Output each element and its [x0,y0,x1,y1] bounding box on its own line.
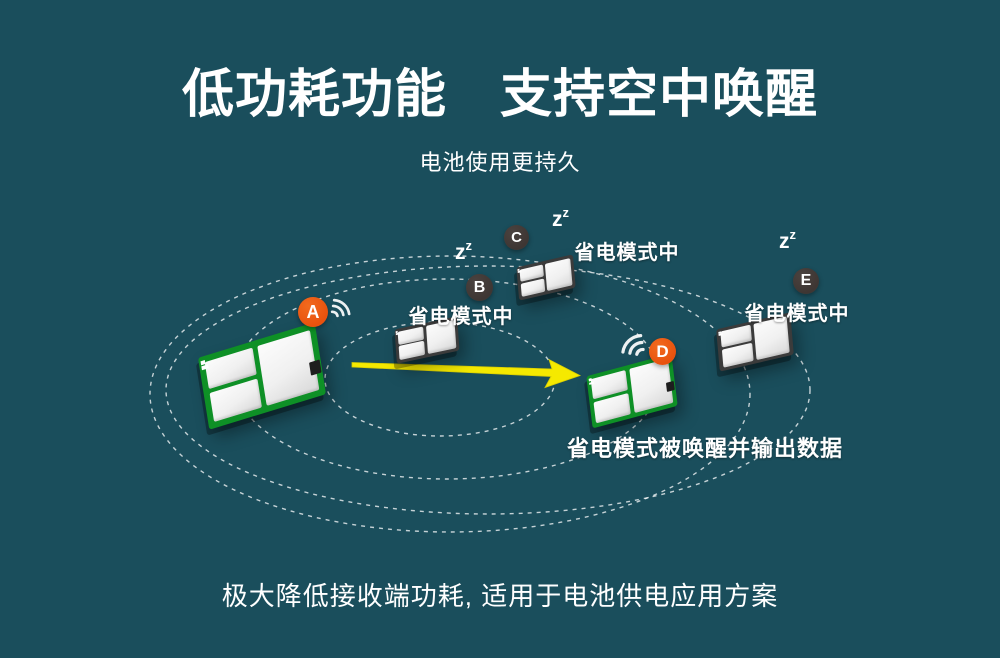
sleep-zz-icon-b: zz [455,239,472,264]
sleep-zz-icon-e: zz [779,228,796,253]
state-label-d: 省电模式被唤醒并输出数据 [566,436,844,461]
state-label-c: 省电模式中 [574,242,680,264]
module-c-shield [544,257,573,292]
node-badge-a: A [298,297,328,327]
node-badge-e-letter: E [800,272,812,289]
sleep-zz-icon-c: zz [552,206,569,231]
module-c-shield [520,278,545,298]
sleep-z-small: z [465,238,473,253]
sleep-z-big: z [455,241,466,264]
wifi-signal-icon-a [330,298,351,318]
range-ring-3 [149,255,751,533]
sleep-z-small: z [789,227,797,242]
wifi-signal-icon-d [621,334,645,356]
page-title: 低功耗功能 支持空中唤醒 [181,66,818,124]
module-d-chip [666,380,675,392]
page-subtitle: 电池使用更持久 [419,150,581,175]
node-badge-c-letter: C [511,229,522,246]
module-e-shield [721,343,754,368]
range-ring-outer [165,265,811,515]
node-badge-d-letter: D [656,341,669,361]
sleep-z-big: z [552,208,563,231]
node-badge-b: B [466,274,493,301]
module-b-shield [398,340,426,361]
module-a-chip [308,359,322,376]
sleep-z-big: z [779,230,790,253]
node-badge-a-letter: A [306,301,320,322]
node-badge-b-letter: B [473,278,486,296]
state-label-b: 省电模式中 [408,306,514,328]
state-label-e: 省电模式中 [744,303,850,325]
node-badge-e: E [793,268,819,294]
wakeup-arrow [351,358,582,389]
node-badge-d: D [649,338,676,365]
node-badge-c: C [504,225,529,250]
sleep-z-small: z [562,205,570,220]
footer-note: 极大降低接收端功耗, 适用于电池供电应用方案 [221,581,779,611]
